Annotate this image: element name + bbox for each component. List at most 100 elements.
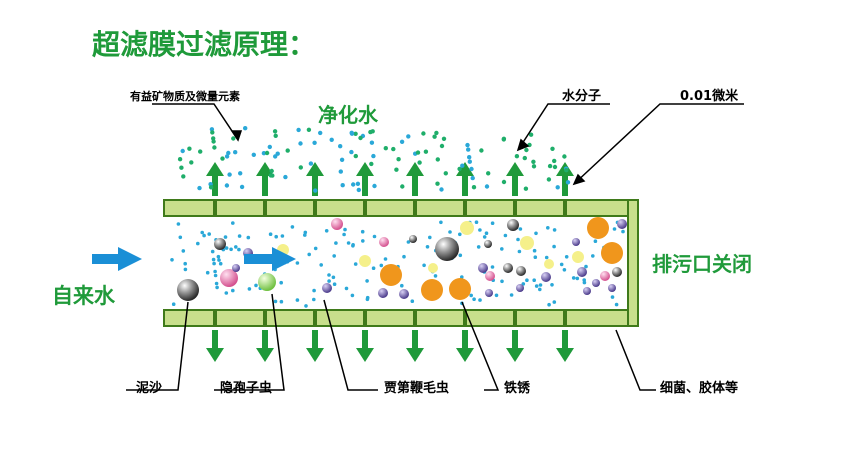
water-dot	[211, 139, 216, 144]
clean-water-label: 净化水	[318, 103, 379, 127]
water-dot	[532, 278, 536, 283]
water-dot	[399, 139, 405, 144]
water-dot	[198, 149, 203, 154]
water-dot	[247, 287, 252, 291]
water-dot	[614, 302, 619, 307]
diagram-title: 超滤膜过滤原理：	[92, 28, 316, 61]
water-dot	[425, 245, 430, 249]
water-dot	[267, 144, 272, 150]
down-arrow	[506, 330, 524, 362]
callout-lines-bottom	[126, 293, 656, 391]
water-dot	[546, 226, 550, 230]
water-dot	[196, 241, 200, 246]
water-dot	[334, 241, 338, 245]
water-dot	[383, 146, 388, 151]
water-dot	[591, 254, 595, 258]
water-dot	[516, 237, 520, 242]
water-dot	[279, 280, 284, 285]
water-dot	[552, 164, 558, 170]
water-dot	[533, 255, 538, 259]
water-dot	[559, 262, 564, 267]
sand-label: 泥沙	[136, 381, 162, 396]
water-dot	[279, 299, 284, 304]
water-dot	[469, 293, 474, 298]
water-dot	[523, 186, 529, 191]
water-dot	[522, 155, 527, 161]
water-dot	[313, 188, 318, 193]
water-dot	[582, 280, 587, 285]
water-dot	[472, 297, 476, 302]
water-dot	[231, 288, 235, 293]
water-dot	[229, 247, 233, 252]
water-dot	[490, 265, 495, 269]
water-dot	[181, 174, 186, 179]
water-dot	[319, 263, 324, 267]
water-dot	[220, 156, 225, 161]
water-dot	[394, 167, 399, 172]
water-dot	[365, 297, 370, 302]
water-dot	[327, 279, 331, 283]
water-dot	[469, 166, 474, 172]
minerals-label: 有益矿物质及微量元素	[130, 89, 240, 103]
down-arrow	[556, 330, 574, 362]
water-dot	[243, 126, 248, 131]
water-dot	[233, 150, 238, 155]
water-dot	[552, 244, 556, 249]
water-dot	[422, 263, 426, 268]
water-dot	[351, 243, 355, 247]
water-dot	[306, 127, 312, 132]
water-dot	[176, 222, 181, 226]
water-dot	[224, 291, 229, 295]
water-dot	[593, 239, 598, 243]
water-dot	[274, 234, 279, 239]
water-dot	[208, 185, 214, 190]
water-dot	[308, 161, 314, 166]
water-dot	[500, 279, 504, 284]
water-dot	[215, 285, 219, 290]
rust-label: 铁锈	[503, 380, 531, 396]
water-dot	[178, 235, 183, 240]
water-dot	[211, 257, 216, 262]
water-dot	[467, 155, 472, 160]
water-dot	[342, 232, 346, 237]
water-dot	[246, 235, 251, 240]
water-dot	[467, 159, 472, 164]
down-arrow	[406, 330, 424, 362]
water-dot	[213, 273, 218, 278]
water-dot	[550, 283, 554, 287]
down-arrow	[256, 330, 274, 362]
water-dot	[331, 275, 336, 280]
water-dot	[224, 246, 229, 250]
water-dot	[227, 172, 232, 177]
water-dot	[353, 131, 358, 136]
water-dot	[371, 266, 376, 271]
water-dot	[471, 185, 477, 190]
water-molecules-above	[177, 126, 571, 193]
water-dot	[205, 270, 210, 275]
water-dot	[298, 165, 303, 170]
water-dot	[368, 129, 373, 135]
water-dot	[177, 157, 183, 162]
water-dot	[272, 129, 278, 134]
water-dot	[343, 227, 347, 232]
up-arrow	[356, 162, 374, 196]
water-dot	[575, 276, 580, 281]
water-dot	[312, 288, 316, 293]
water-dot	[369, 140, 375, 145]
water-dot	[332, 254, 337, 258]
water-dot	[584, 264, 588, 269]
water-dot	[474, 220, 479, 224]
water-dot	[303, 233, 307, 237]
water-dot	[332, 282, 337, 287]
water-dot	[339, 157, 345, 162]
water-dot	[458, 232, 462, 237]
water-dot	[307, 252, 312, 257]
water-dot	[237, 234, 242, 238]
water-dot	[290, 225, 295, 229]
water-dot	[564, 168, 569, 173]
water-dot	[434, 130, 439, 136]
water-dot	[296, 127, 301, 133]
water-dot	[183, 261, 187, 266]
water-dot	[217, 258, 221, 262]
water-dot	[470, 175, 475, 181]
